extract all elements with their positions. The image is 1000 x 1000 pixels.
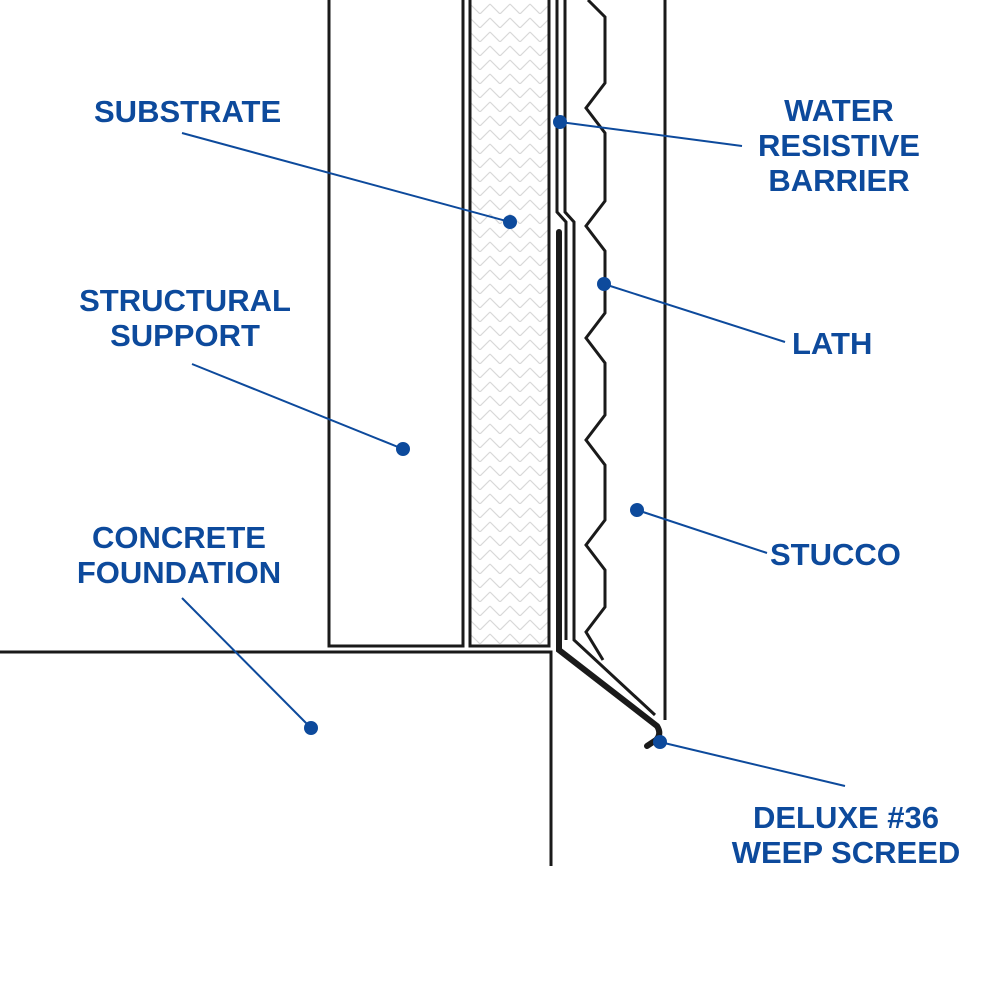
leader-stucco	[636, 509, 768, 554]
substrate-outline	[468, 0, 551, 648]
label-line: BARRIER	[768, 163, 910, 198]
dot-substrate	[503, 215, 517, 229]
leader-structural-support	[191, 363, 404, 450]
dot-concrete-foundation	[304, 721, 318, 735]
dot-lath	[597, 277, 611, 291]
foundation-outline	[0, 650, 553, 866]
label-lath: LATH	[792, 326, 872, 361]
substrate-hatch	[471, 0, 548, 645]
dot-weep-screed	[653, 735, 667, 749]
label-line: FOUNDATION	[76, 555, 282, 590]
leader-lath	[603, 283, 786, 343]
leader-weep-screed	[659, 741, 846, 787]
label-concrete-foundation: CONCRETE FOUNDATION	[66, 520, 292, 590]
label-line: WEEP SCREED	[731, 835, 961, 870]
structural-support-outline	[327, 0, 465, 648]
label-line: DELUXE #36	[752, 800, 940, 835]
label-water-resistive-barrier: WATER RESISTIVE BARRIER	[748, 93, 930, 198]
label-weep-screed: DELUXE #36 WEEP SCREED	[720, 800, 972, 870]
label-line: STUCCO	[770, 537, 901, 572]
water-resistive-barrier	[555, 0, 568, 640]
label-stucco: STUCCO	[770, 537, 901, 572]
label-line: STRUCTURAL	[79, 283, 291, 318]
dot-stucco	[630, 503, 644, 517]
leader-wrb	[559, 121, 743, 147]
label-line: SUPPORT	[110, 318, 260, 353]
label-substrate: SUBSTRATE	[94, 94, 281, 129]
label-line: CONCRETE	[92, 520, 266, 555]
label-structural-support: STRUCTURAL SUPPORT	[68, 283, 302, 353]
dot-wrb	[553, 115, 567, 129]
label-line: LATH	[792, 326, 873, 361]
wrb-outer	[563, 0, 657, 717]
label-line: RESISTIVE	[758, 128, 920, 163]
label-line: WATER	[784, 93, 894, 128]
leader-concrete-foundation	[181, 597, 312, 729]
lath	[584, 0, 607, 661]
leader-substrate	[181, 132, 511, 223]
dot-structural-support	[396, 442, 410, 456]
label-line: SUBSTRATE	[94, 94, 282, 129]
